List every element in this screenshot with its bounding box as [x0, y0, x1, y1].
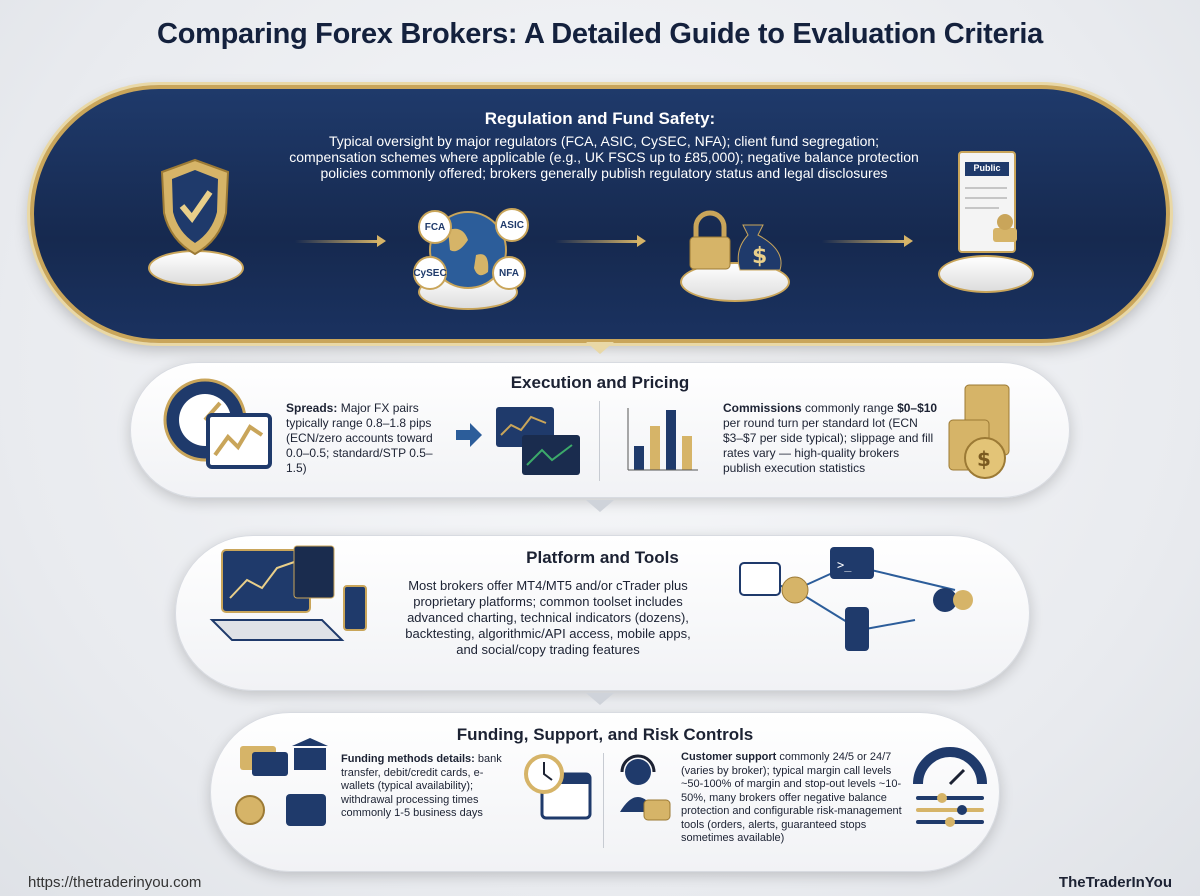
- support-text: Customer support commonly 24/5 or 24/7 (…: [681, 751, 909, 846]
- platform-title: Platform and Tools: [526, 548, 679, 567]
- commissions-range: $0–$10: [897, 401, 938, 415]
- chevron-down-icon: [586, 693, 614, 705]
- footer-url[interactable]: https://thetraderinyou.com: [28, 874, 202, 891]
- cysec-badge: CySEC: [413, 256, 447, 290]
- funding-text: Funding methods details: bank transfer, …: [341, 753, 511, 821]
- lock-moneybag-icon: $: [689, 210, 782, 271]
- arrow-icon: [555, 235, 646, 247]
- footer-brand: TheTraderInYou: [1058, 874, 1172, 891]
- platform-panel: Platform and Tools Most brokers offer MT…: [175, 535, 1030, 691]
- commissions-detail: commonly range: [801, 401, 898, 415]
- support-detail: commonly 24/5 or 24/7 (varies by broker)…: [681, 751, 902, 844]
- page-title: Comparing Forex Brokers: A Detailed Guid…: [157, 18, 1043, 50]
- funding-panel: Funding, Support, and Risk Controls Fund…: [210, 712, 1000, 872]
- spreads-label: Spreads:: [286, 401, 338, 415]
- asic-badge: ASIC: [495, 208, 529, 242]
- funding-label: Funding methods details:: [341, 753, 475, 765]
- svg-text:$: $: [977, 447, 991, 471]
- commissions-detail: per round turn per standard lot (ECN $3–…: [723, 416, 934, 475]
- nfa-badge: NFA: [492, 256, 526, 290]
- risk-gauge-sliders-icon: [913, 747, 987, 827]
- funding-title: Funding, Support, and Risk Controls: [456, 725, 754, 744]
- svg-text:>_: >_: [837, 558, 852, 572]
- chevron-down-icon: [586, 500, 614, 512]
- clock-calendar-icon: [524, 754, 592, 820]
- document-stamp-icon: [958, 151, 1017, 253]
- document-label: Public: [973, 163, 1001, 173]
- regulation-title: Regulation and Fund Safety:: [484, 109, 716, 128]
- gauge-chart-icon: [163, 378, 272, 469]
- chevron-down-icon: [586, 342, 614, 354]
- payment-methods-icon: [235, 738, 328, 826]
- svg-text:$: $: [752, 244, 767, 269]
- fca-badge: FCA: [418, 210, 452, 244]
- platform-base: [148, 250, 244, 286]
- spreads-detail: Major FX pairs typically range 0.8–1.8 p…: [286, 401, 433, 475]
- trading-screens-icon: [456, 407, 580, 475]
- platform-base: [938, 255, 1034, 293]
- commissions-label: Commissions: [723, 401, 802, 415]
- execution-title: Execution and Pricing: [510, 373, 690, 392]
- spreads-text: Spreads: Major FX pairs typically range …: [286, 401, 446, 476]
- divider: [603, 753, 604, 848]
- computer-devices-icon: [209, 545, 367, 641]
- coin-stack-icon: $: [948, 384, 1010, 479]
- regulation-text: Typical oversight by major regulators (F…: [289, 133, 919, 181]
- customer-support-icon: [620, 754, 671, 821]
- divider: [599, 401, 600, 481]
- bar-chart-icon: [627, 408, 698, 471]
- platform-text: Most brokers offer MT4/MT5 and/or cTrade…: [405, 578, 691, 657]
- arrow-icon: [295, 235, 386, 247]
- support-label: Customer support: [681, 751, 777, 763]
- shield-check-icon: [160, 158, 230, 256]
- commissions-text: Commissions commonly range $0–$10 per ro…: [723, 401, 938, 476]
- execution-panel: Execution and Pricing Spreads: Major FX …: [130, 362, 1070, 498]
- arrow-icon: [822, 235, 913, 247]
- network-tools-icon: >_: [739, 547, 973, 651]
- funding-detail: bank transfer, debit/credit cards, e-wal…: [341, 753, 502, 819]
